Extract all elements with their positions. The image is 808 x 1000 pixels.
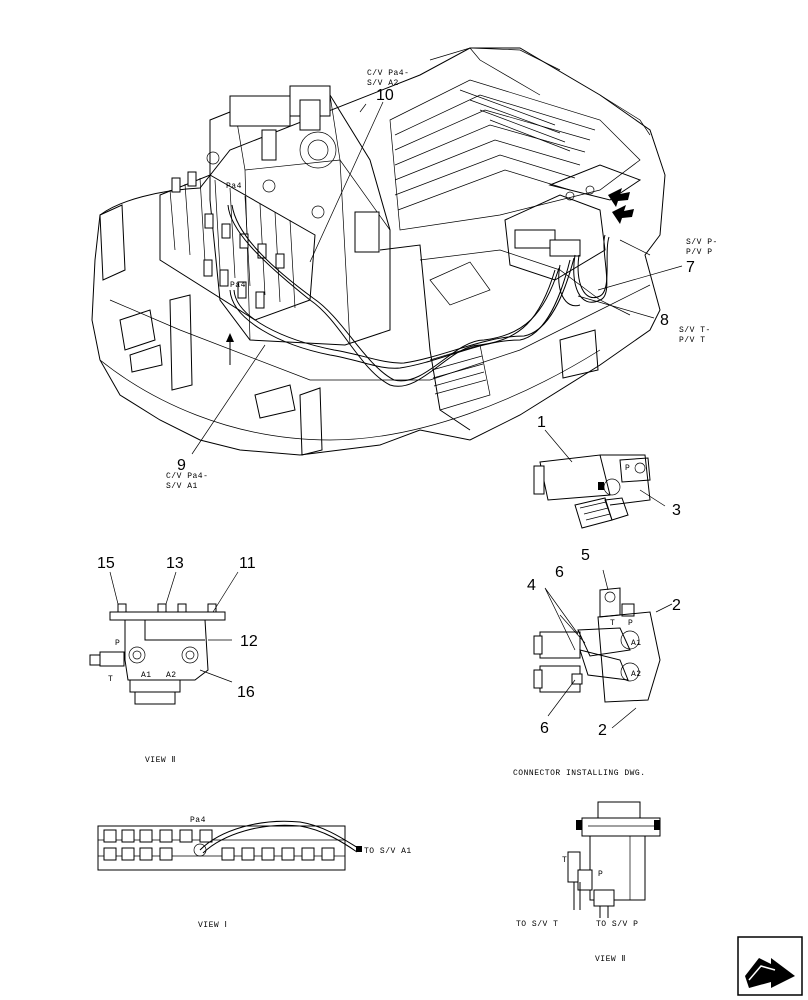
callout-8: 8 bbox=[660, 312, 669, 329]
view2-port-t: T bbox=[108, 675, 113, 684]
label-pa4-top: Pa4 bbox=[226, 182, 242, 191]
callout-5: 5 bbox=[581, 547, 590, 564]
conn-port-a2: A2 bbox=[631, 670, 642, 679]
conn-port-t: T bbox=[610, 619, 615, 628]
solenoid-detail: P bbox=[533, 429, 666, 529]
label-cv-pa4-sva1-1: C/V Pa4- bbox=[166, 472, 208, 481]
view2r-port-t: T bbox=[562, 856, 567, 865]
conn-port-a1: A1 bbox=[631, 639, 642, 648]
callout-2-top: 2 bbox=[672, 597, 681, 614]
callout-12: 12 bbox=[240, 633, 258, 650]
label-pa4-left: Pa4 bbox=[230, 281, 246, 290]
view1-pa4: Pa4 bbox=[190, 816, 206, 825]
label-to-sv-p: TO S/V P bbox=[596, 920, 638, 929]
callout-4: 4 bbox=[527, 577, 536, 594]
callout-16: 16 bbox=[237, 684, 255, 701]
callout-1: 1 bbox=[537, 414, 546, 431]
connector-detail: T P A1 A2 bbox=[533, 569, 673, 729]
label-svp-pvp-1: S/V P- bbox=[686, 238, 718, 247]
caption-connector-installing: CONNECTOR INSTALLING DWG. bbox=[513, 769, 646, 778]
label-svt-pvt-1: S/V T- bbox=[679, 326, 711, 335]
callout-10: 10 bbox=[376, 87, 394, 104]
conn-port-p: P bbox=[628, 619, 633, 628]
callout-3: 3 bbox=[672, 502, 681, 519]
view2r-port-p: P bbox=[598, 870, 603, 879]
label-cv-pa4-sva2-2: S/V A2 bbox=[367, 79, 399, 88]
next-page-arrow-icon[interactable] bbox=[737, 936, 803, 996]
view2-port-a1: A1 bbox=[141, 671, 152, 680]
callout-6-top: 6 bbox=[555, 564, 564, 581]
view2-port-a2: A2 bbox=[166, 671, 177, 680]
callout-9: 9 bbox=[177, 457, 186, 474]
label-to-sv-t: TO S/V T bbox=[516, 920, 558, 929]
hoses bbox=[227, 204, 610, 387]
view-i-detail: Pa4 TO S/V A1 bbox=[97, 816, 412, 871]
callout-13: 13 bbox=[166, 555, 184, 572]
callout-2-bottom: 2 bbox=[598, 722, 607, 739]
view-ii-right-detail: T P TO S/V T TO S/V P bbox=[516, 801, 661, 929]
label-svp-pvp-2: P/V P bbox=[686, 248, 713, 257]
caption-view-ii-right: VIEW Ⅱ bbox=[595, 955, 626, 964]
leader-lines bbox=[191, 101, 683, 455]
control-valve-stack bbox=[159, 171, 316, 321]
callout-6-bottom: 6 bbox=[540, 720, 549, 737]
caption-view-ii-left: VIEW Ⅱ bbox=[145, 756, 176, 765]
callout-11: 11 bbox=[239, 555, 256, 572]
solenoid-valve-assembly bbox=[504, 164, 642, 281]
label-cv-pa4-sva2-1: C/V Pa4- bbox=[367, 69, 409, 78]
label-cv-pa4-sva1-2: S/V A1 bbox=[166, 482, 198, 491]
callout-15: 15 bbox=[97, 555, 115, 572]
callout-7: 7 bbox=[686, 259, 695, 276]
view2-port-p: P bbox=[115, 639, 120, 648]
main-assembly bbox=[91, 47, 666, 456]
radiator-ribs bbox=[389, 47, 651, 231]
pump-block bbox=[206, 85, 391, 346]
caption-view-i: VIEW Ⅰ bbox=[198, 921, 227, 930]
port-p-detail1: P bbox=[625, 464, 630, 473]
label-to-sv-a1: TO S/V A1 bbox=[364, 847, 412, 856]
view-ii-left-detail: P T A1 A2 bbox=[89, 571, 239, 705]
label-svt-pvt-2: P/V T bbox=[679, 336, 706, 345]
